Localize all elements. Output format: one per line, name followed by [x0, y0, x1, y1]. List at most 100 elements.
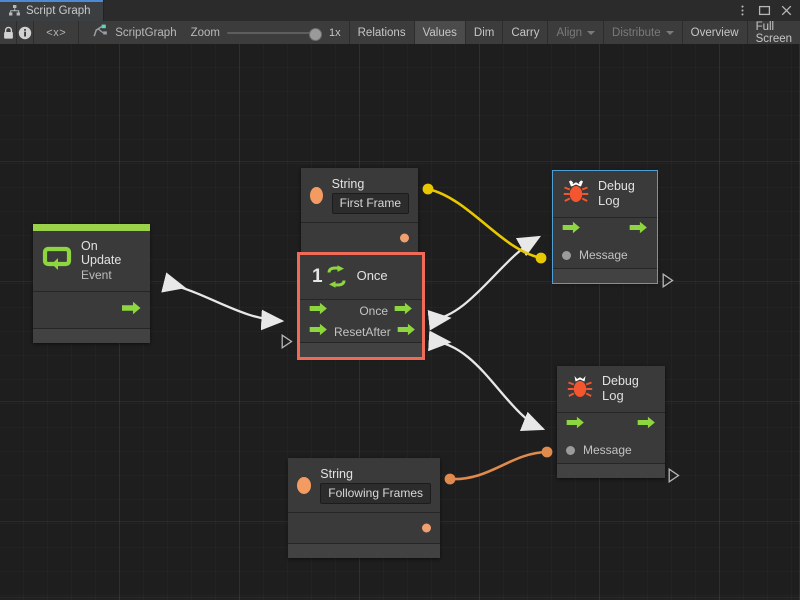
- string-node-following-frames[interactable]: String Following Frames: [288, 458, 440, 559]
- toolbar-button-full-screen[interactable]: Full Screen: [746, 21, 800, 45]
- toolbar-button-overview[interactable]: Overview: [681, 21, 747, 44]
- node-subtitle: Event: [81, 267, 112, 282]
- tab-label: Script Graph: [26, 4, 91, 17]
- node-footer: [33, 328, 150, 344]
- node-divider: [33, 291, 150, 293]
- code-view-button[interactable]: <x>: [34, 21, 80, 44]
- unconnected-flow-port-debug-bottom[interactable]: [668, 468, 680, 483]
- message-input-port[interactable]: [562, 250, 571, 260]
- node-title: Debug: [602, 374, 639, 388]
- port-row-once[interactable]: Once: [300, 300, 422, 321]
- node-divider: [557, 412, 665, 414]
- toolbar-button-relations[interactable]: Relations: [348, 21, 414, 44]
- window-controls: [736, 0, 800, 21]
- toolbar-button-values[interactable]: Values: [413, 21, 465, 44]
- zoom-slider-track: [227, 31, 322, 34]
- tab-bar-spacer: [104, 0, 736, 21]
- wire-endpoint-dot: [541, 446, 553, 458]
- port-label-message: Message: [579, 248, 628, 263]
- wire-string-first-to-message: [427, 187, 542, 260]
- kebab-menu-icon[interactable]: [736, 4, 749, 17]
- scriptgraph-icon: [93, 24, 108, 41]
- node-divider: [301, 222, 418, 224]
- message-input-port[interactable]: [566, 445, 575, 455]
- code-view-label: <x>: [46, 26, 67, 39]
- node-footer: [300, 342, 422, 357]
- toolbar-button-carry[interactable]: Carry: [502, 21, 547, 44]
- wire-string-following-to-message: [449, 450, 548, 481]
- tab-script-graph[interactable]: Script Graph: [0, 0, 104, 21]
- chevron-down-icon: [587, 30, 596, 35]
- flow-input-arrow-icon[interactable]: [309, 302, 328, 320]
- chevron-down-icon: [665, 30, 674, 35]
- breadcrumb[interactable]: ScriptGraph: [79, 21, 186, 44]
- debug-log-node-bottom[interactable]: Debug Log Message: [557, 366, 665, 479]
- flow-input-arrow-icon[interactable]: [562, 221, 581, 239]
- once-node[interactable]: 1 Once: [297, 252, 425, 360]
- node-divider: [553, 217, 657, 219]
- value-output-port[interactable]: [400, 233, 409, 243]
- toolbar-button-align[interactable]: Align: [547, 21, 603, 44]
- zoom-slider-handle[interactable]: [309, 27, 322, 41]
- info-button[interactable]: [17, 21, 35, 44]
- on-update-node[interactable]: On Update Event: [33, 224, 150, 344]
- port-row-reset-after[interactable]: Reset After: [300, 321, 422, 342]
- window-tab-bar: Script Graph: [0, 0, 800, 21]
- zoom-value: 1x: [329, 26, 341, 39]
- toolbar-button-dim[interactable]: Dim: [464, 21, 502, 44]
- node-subtitle: Log: [602, 388, 624, 404]
- toolbar-button-distribute[interactable]: Distribute: [603, 21, 682, 44]
- maximize-icon[interactable]: [758, 4, 771, 17]
- toolbar-button-dim-label: Dim: [473, 26, 495, 39]
- zoom-label: Zoom: [190, 26, 220, 39]
- node-body: [288, 513, 440, 543]
- event-loop-icon: [42, 245, 72, 278]
- node-body: Message: [553, 218, 657, 268]
- node-title: Debug: [598, 179, 635, 193]
- port-row-flow[interactable]: [553, 218, 657, 242]
- node-header: String First Frame: [301, 168, 418, 222]
- flow-output-arrow-icon[interactable]: [394, 302, 413, 320]
- node-accent-bar: [33, 224, 150, 231]
- flow-output-arrow-icon[interactable]: [629, 221, 648, 239]
- bug-icon: [566, 374, 594, 405]
- port-row-message[interactable]: Message: [557, 437, 665, 463]
- node-title: On Update: [81, 239, 122, 268]
- zoom-slider[interactable]: [227, 27, 322, 41]
- debug-log-node-top[interactable]: Debug Log Message: [552, 169, 658, 285]
- string-node-first-frame[interactable]: String First Frame: [301, 168, 418, 269]
- string-value-field[interactable]: Following Frames: [320, 483, 431, 505]
- node-title: String: [331, 177, 365, 191]
- lock-button[interactable]: [0, 21, 18, 44]
- node-header: 1 Once: [300, 255, 422, 299]
- toolbar-button-align-label: Align: [556, 26, 583, 39]
- close-icon[interactable]: [780, 4, 793, 17]
- node-header: Debug Log: [557, 366, 665, 412]
- flow-input-arrow-icon[interactable]: [309, 323, 328, 341]
- flow-output-arrow-icon[interactable]: [637, 416, 656, 434]
- port-label-reset: Reset: [334, 324, 366, 339]
- port-row-output-flow[interactable]: [33, 292, 150, 328]
- node-header: Debug Log: [553, 171, 657, 217]
- port-row-flow[interactable]: [557, 413, 665, 437]
- toolbar-button-distribute-label: Distribute: [612, 26, 661, 39]
- node-body: [301, 223, 418, 253]
- once-icon-number: 1: [312, 266, 323, 287]
- flow-output-arrow-icon[interactable]: [122, 301, 141, 320]
- graph-toolbar: <x> ScriptGraph Zoom 1x Relations: [0, 21, 800, 45]
- port-row-message[interactable]: Message: [553, 242, 657, 268]
- bug-icon: [562, 179, 590, 210]
- node-subtitle: Log: [598, 193, 620, 209]
- graph-canvas[interactable]: On Update Event: [0, 44, 800, 600]
- flow-output-arrow-icon[interactable]: [397, 323, 416, 341]
- unconnected-flow-port-debug-top[interactable]: [662, 273, 674, 288]
- unconnected-flow-port-reset[interactable]: [281, 334, 293, 349]
- toolbar-button-overview-label: Overview: [690, 26, 739, 39]
- string-value-field[interactable]: First Frame: [331, 193, 409, 215]
- value-output-port[interactable]: [422, 523, 431, 533]
- lock-icon: [2, 26, 15, 40]
- toolbar-button-values-label: Values: [422, 26, 457, 39]
- flow-input-arrow-icon[interactable]: [566, 416, 585, 434]
- node-footer: [553, 268, 657, 284]
